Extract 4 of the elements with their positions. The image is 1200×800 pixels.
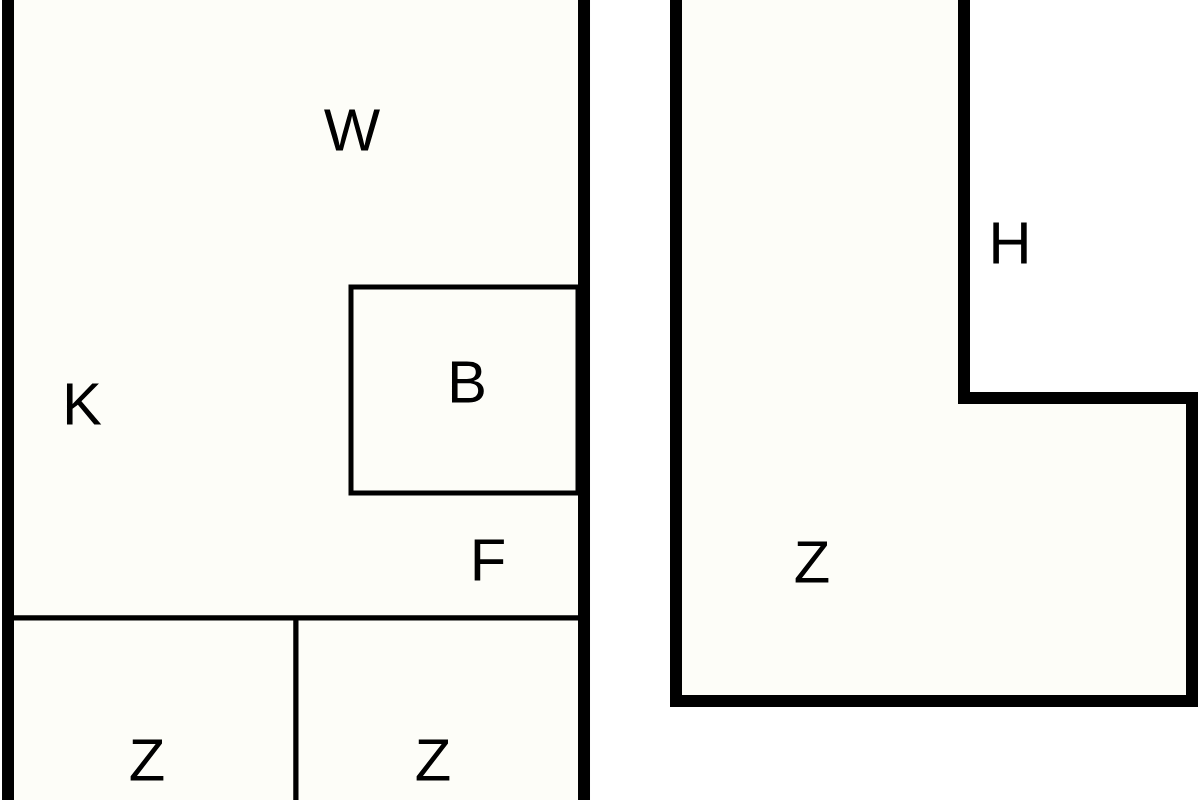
room: B	[348, 284, 581, 496]
room: Z	[2, 615, 299, 800]
room-label: H	[993, 222, 1027, 264]
room: Z	[293, 615, 590, 800]
